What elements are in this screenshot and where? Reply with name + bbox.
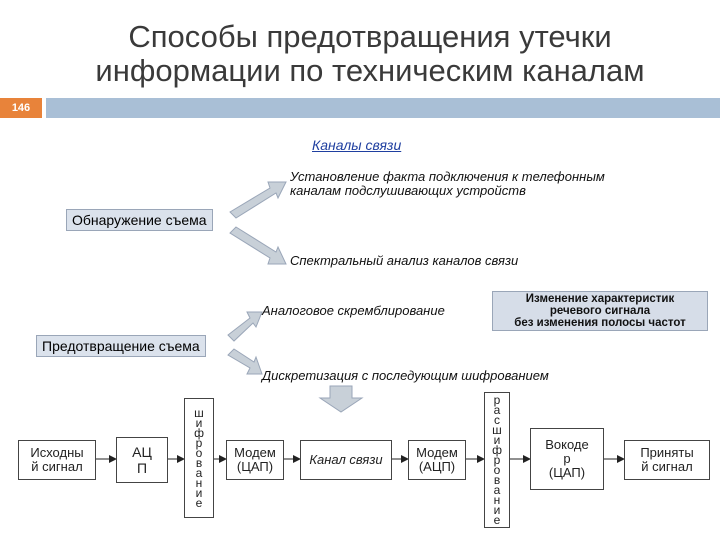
vertical-letter: р [195,436,203,450]
vertical-letter: н [195,476,203,490]
vertical-letter: и [493,503,501,517]
received-signal-box: Приняты й сигнал [624,440,710,480]
channel-box: Канал связи [300,440,392,480]
vertical-letter: о [195,446,203,460]
source-signal-box: Исходны й сигнал [18,440,96,480]
vertical-letter: и [195,486,203,500]
modem-rx-box: Модем (АЦП) [408,440,466,480]
vertical-letter: а [195,466,203,480]
prevention-branch-top: Аналоговое скремблирование [262,303,445,318]
prevention-up-arrow [227,311,263,342]
vertical-letter: е [493,513,501,527]
vertical-letter: ш [194,406,204,420]
vertical-letter: а [493,483,501,497]
vertical-letter: и [493,433,501,447]
detection-label: Обнаружение съема [66,209,213,231]
prevention-branch-bottom: Дискретизация с последующим шифрованием [262,368,549,383]
vertical-letter: н [493,493,501,507]
prevention-note: Изменение характеристик речевого сигнала… [492,291,708,331]
header-bar [46,98,720,118]
adc-box: АЦ П [116,437,168,483]
vertical-letter: ф [194,426,204,440]
decoder-box: Вокоде р (ЦАП) [530,428,604,490]
vertical-letter: в [195,456,203,470]
vertical-letter: р [493,453,501,467]
vertical-letter: с [494,413,500,427]
detection-up-arrow [229,181,287,219]
prevention-down-arrow [227,348,263,375]
modem-tx-box: Модем (ЦАП) [226,440,284,480]
slide-number: 146 [0,98,42,118]
vertical-letter: ш [492,423,502,437]
prevention-label: Предотвращение съема [36,335,206,357]
vertical-letter: ф [492,443,502,457]
detection-branch-bottom: Спектральный анализ каналов связи [290,253,519,268]
vertical-letter: в [493,473,501,487]
detection-down-arrow [229,226,287,265]
page-title: Способы предотвращения утечки информации… [95,19,645,88]
pipeline-down-arrow [318,385,364,413]
vertical-letter: р [493,393,501,407]
vertical-letter: и [195,416,203,430]
vertical-letter: е [195,496,203,510]
channels-link[interactable]: Каналы связи [312,137,402,153]
vertical-letter: о [493,463,501,477]
detection-branch-top: Установление факта подключения к телефон… [290,169,605,198]
vertical-letter: а [493,403,501,417]
